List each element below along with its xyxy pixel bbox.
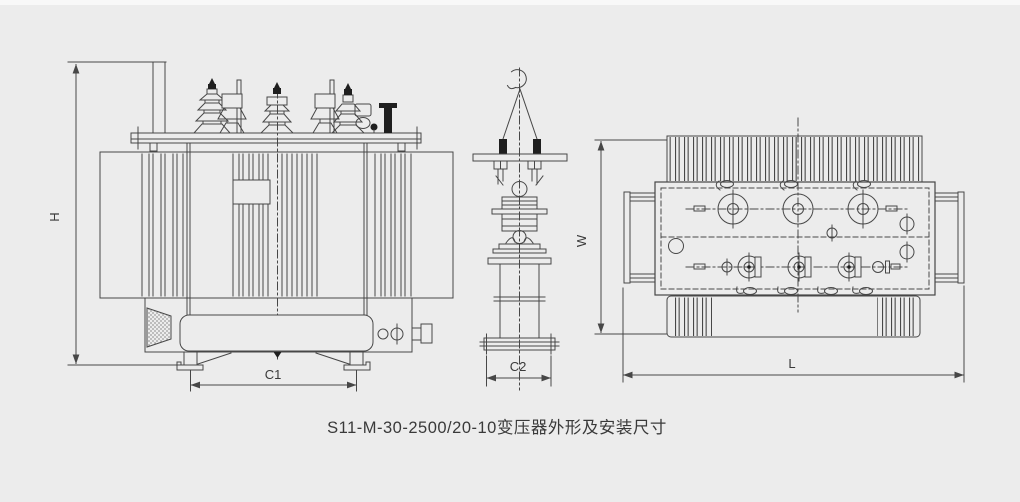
top-view: W: [574, 117, 965, 383]
tie-rods: [186, 142, 368, 317]
lv-bushing-1: [217, 93, 247, 134]
c1-dimension: C1: [190, 367, 357, 392]
lv-bushing-plan-2: [787, 252, 812, 282]
center-valve-plan: [826, 224, 838, 242]
wheel-carriage: [179, 314, 374, 352]
hatched-plate: [146, 307, 172, 348]
hv-bushing-3: [330, 83, 366, 134]
lifting-lugs-top: [715, 180, 871, 191]
radiator-fins-bottom: [666, 295, 921, 338]
lv-bushing-plan-1: [737, 252, 762, 282]
conservator-pipe: [152, 61, 166, 134]
lid-bracket-right: [397, 142, 406, 152]
lifting-lugs-bottom: [736, 286, 873, 295]
lv-bushing-2: [310, 93, 340, 134]
foot-left: [176, 351, 232, 371]
bushings: [192, 78, 397, 134]
feet: [176, 351, 371, 371]
mounting-bracket-left: [623, 191, 656, 284]
side-valve: [411, 323, 433, 344]
c2-dimension: C2: [486, 355, 552, 387]
w-dimension: W: [574, 139, 668, 335]
lv-bushings-plan: [693, 252, 901, 282]
mounting-bracket-right: [934, 191, 965, 284]
bushing-stack-side: [491, 181, 548, 254]
flange-ticks: [137, 126, 418, 150]
base-assembly: [144, 297, 433, 358]
c2-dimension-label: C2: [510, 359, 527, 374]
l-dimension-label: L: [788, 356, 795, 371]
lv-end-fitting: [872, 260, 901, 274]
lid-bracket-left: [149, 142, 158, 152]
tank-plan: [654, 181, 936, 296]
manhole-plan: [668, 238, 684, 254]
hanger-brackets: [493, 160, 544, 186]
lifting-slings: [502, 88, 538, 140]
right-valves-plan: [899, 213, 915, 263]
lifting-lug-left: [499, 139, 507, 154]
w-dimension-label: W: [574, 234, 589, 247]
c1-dimension-label: C1: [265, 367, 282, 382]
h-dimension-label: H: [47, 212, 62, 221]
side-view: C2: [472, 67, 568, 391]
nameplate: [232, 179, 271, 205]
page-edge-highlight: [0, 0, 1020, 5]
h-dimension: H: [47, 61, 197, 366]
radiator-fins-front: [141, 153, 412, 297]
drain-plug: [377, 328, 389, 340]
foot-right: [315, 351, 371, 371]
datum-mark: [273, 352, 282, 358]
thermometer-valve: [379, 103, 397, 133]
l-dimension: L: [622, 285, 965, 383]
tank-plan-dashed-outline: [660, 187, 930, 290]
hv-bushings-plan: [693, 189, 898, 229]
front-view: H: [47, 61, 454, 392]
tank-column-side: [479, 257, 560, 355]
valve-mark: [390, 323, 404, 345]
cover-plate: [130, 126, 422, 152]
drawing-caption: S11-M-30-2500/20-10变压器外形及安装尺寸: [327, 418, 667, 437]
hv-bushing-1: [192, 78, 232, 134]
radiator-fins-top: [666, 135, 923, 183]
oil-level-gauge: [354, 103, 378, 134]
lifting-lug-right: [533, 139, 541, 154]
side-cover-plate: [472, 153, 568, 162]
hv-bushing-2: [259, 82, 295, 134]
lv-bushing-plan-3: [837, 252, 862, 282]
crane-hook-icon: [506, 69, 527, 90]
